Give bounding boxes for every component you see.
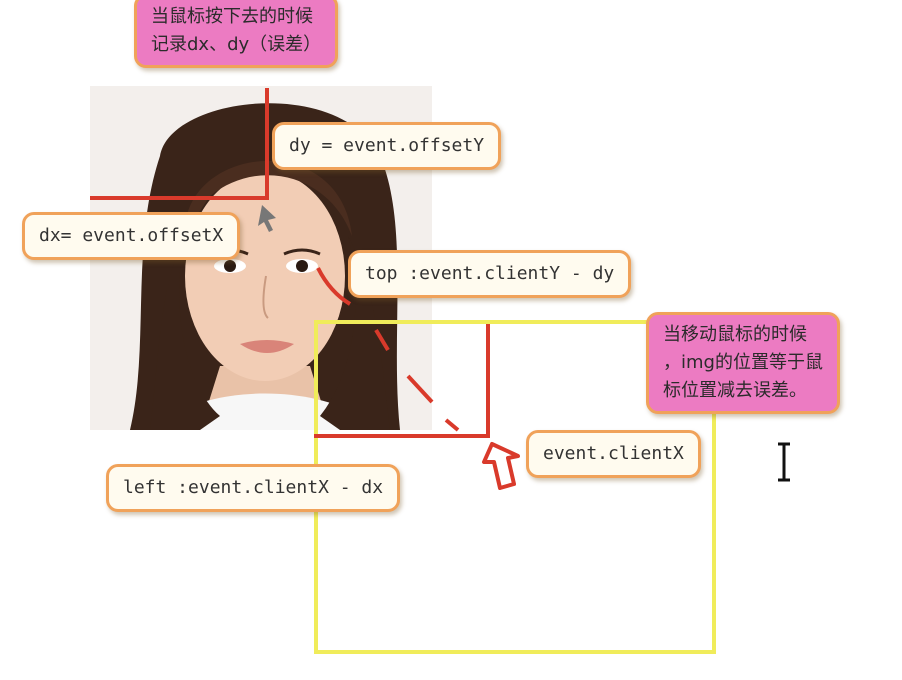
pointer-arrow-icon bbox=[482, 442, 520, 490]
dy-note: dy = event.offsetY bbox=[272, 122, 502, 170]
mousemove-note: 当移动鼠标的时候 ，img的位置等于鼠 标位置减去误差。 bbox=[646, 312, 840, 414]
text-cursor-icon bbox=[778, 442, 790, 482]
mousemove-note-line1: 当移动鼠标的时候 bbox=[663, 324, 807, 345]
mousedown-note-line1: 当鼠标按下去的时候 bbox=[151, 6, 313, 27]
mousemove-note-line3: 标位置减去误差。 bbox=[663, 380, 807, 401]
clientx-note: event.clientX bbox=[526, 430, 701, 478]
mousedown-note: 当鼠标按下去的时候 记录dx、dy（误差） bbox=[134, 0, 339, 68]
left-note: left :event.clientX - dx bbox=[106, 464, 401, 512]
dx-note: dx= event.offsetX bbox=[22, 212, 241, 260]
motion-path-dash-3 bbox=[444, 418, 460, 432]
top-note: top :event.clientY - dy bbox=[348, 250, 632, 298]
mousemove-note-line2: ，img的位置等于鼠 bbox=[663, 352, 823, 373]
mousedown-note-line2: 记录dx、dy（误差） bbox=[151, 34, 322, 55]
